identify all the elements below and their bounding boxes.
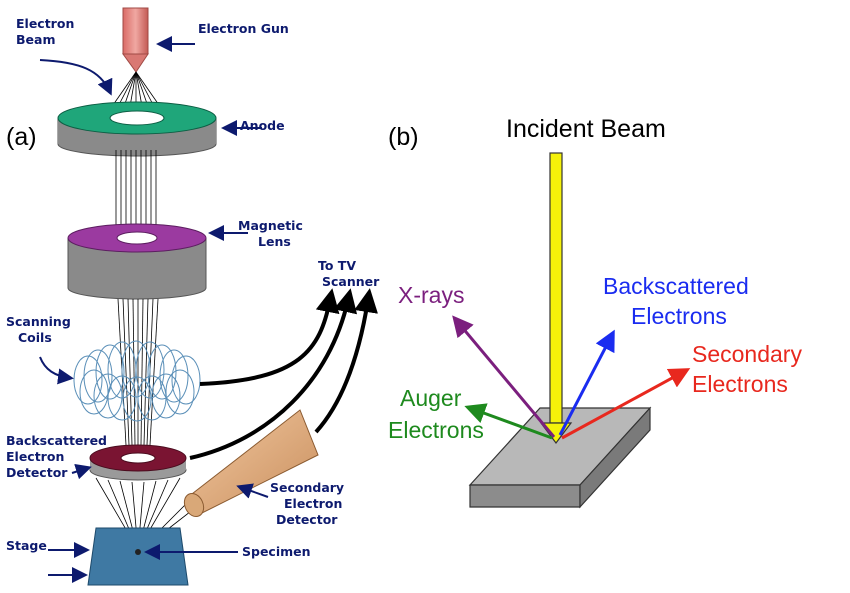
auger-arrow [464, 403, 553, 440]
specimen-label: Specimen [242, 544, 311, 559]
anode-label: Anode [240, 118, 285, 133]
incident-beam-label: Incident Beam [506, 115, 666, 143]
panel-a-label: (a) [6, 123, 37, 151]
anode [57, 101, 217, 157]
auger-label: Auger Electrons [388, 385, 484, 443]
secondary-label: Secondary Electrons [692, 341, 808, 397]
panel-b: (b) Incident Beam X-rays Backscattered E… [388, 115, 808, 509]
secondary-detector-label: Secondary Electron Detector [270, 480, 348, 527]
magnetic-lens-label: Magnetic Lens [238, 218, 307, 249]
xrays-arrow [452, 315, 556, 438]
magnetic-lens [67, 223, 207, 300]
stage [87, 527, 189, 586]
beam-column-upper [115, 150, 157, 230]
scanning-coils-label: Scanning Coils [6, 314, 75, 345]
tv-scanner-label: To TV Scanner [318, 258, 380, 289]
sample-block [468, 406, 652, 509]
backscattered-arrow [558, 329, 615, 436]
backscattered-detector [89, 444, 187, 481]
xrays-label: X-rays [398, 282, 464, 308]
pointer-arrows [39, 36, 269, 583]
electron-beam-label: Electron Beam [16, 16, 79, 47]
electron-gun [122, 7, 149, 73]
incident-beam [539, 152, 573, 444]
backscattered-label: Backscattered Electrons [603, 273, 755, 329]
backscattered-detector-label: Backscattered Electron Detector [6, 433, 111, 480]
panel-b-label: (b) [388, 123, 419, 151]
secondary-detector [183, 409, 319, 518]
tv-scanner-arrows [189, 288, 378, 460]
scanning-coils [73, 340, 201, 422]
stage-label: Stage [6, 538, 47, 553]
panel-a: (a) Electron Beam Electron Gun Anode Mag… [6, 7, 380, 586]
secondary-arrow [561, 368, 691, 440]
electron-gun-label: Electron Gun [198, 21, 289, 36]
